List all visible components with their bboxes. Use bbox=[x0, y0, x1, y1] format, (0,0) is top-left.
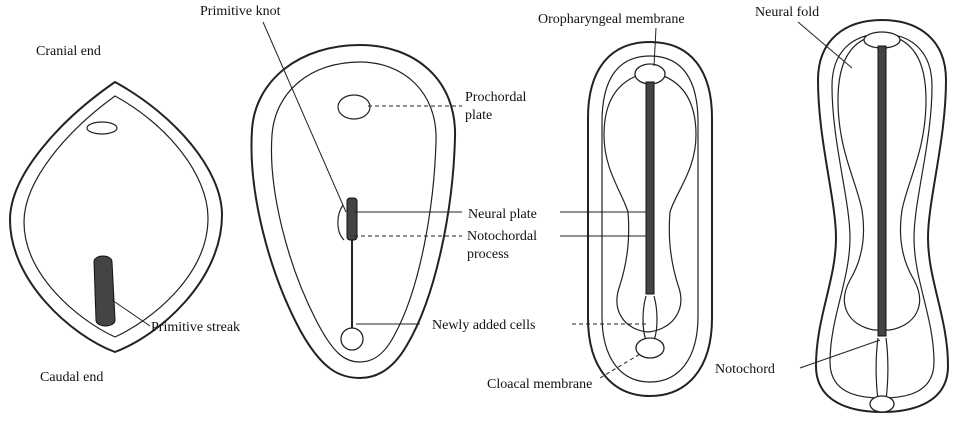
stage-3-cloacal-membrane bbox=[636, 338, 664, 358]
prochordal-plate-label-2: plate bbox=[465, 108, 492, 123]
stage-2-prochordal-plate bbox=[338, 95, 370, 119]
stage-4-cloacal-membrane bbox=[870, 396, 894, 412]
stage-3-primitive-streak bbox=[643, 296, 657, 340]
stage-4-neural-groove bbox=[878, 46, 886, 336]
cloacal-membrane-leader bbox=[600, 354, 640, 378]
stage-2-neural-plate-bulge bbox=[338, 205, 344, 240]
notochord-leader bbox=[800, 340, 880, 368]
stage-2-cloacal-membrane bbox=[341, 328, 363, 350]
notochordal-process-label-2: process bbox=[467, 247, 509, 262]
stage-3-embryo: Oropharyngeal membrane Cloacal membrane bbox=[487, 12, 712, 396]
primitive-knot-label: Primitive knot bbox=[200, 4, 281, 19]
primitive-streak-leader bbox=[112, 300, 150, 326]
notochordal-process-label-1: Notochordal bbox=[467, 229, 537, 244]
primitive-streak-label: Primitive streak bbox=[151, 320, 240, 335]
stage-3-oropharyngeal-membrane bbox=[635, 64, 665, 84]
stage-4-primitive-streak bbox=[876, 338, 888, 400]
stage-3-notochordal-process bbox=[646, 82, 654, 294]
neural-plate-label: Neural plate bbox=[468, 207, 537, 222]
newly-added-cells-label: Newly added cells bbox=[432, 318, 535, 333]
stage-1-embryonic-disc: Cranial end Primitive streak Caudal end bbox=[10, 44, 240, 385]
stage-1-prochordal-plate bbox=[87, 122, 117, 134]
prochordal-plate-label-1: Prochordal bbox=[465, 90, 527, 105]
notochord-label: Notochord bbox=[715, 362, 775, 377]
stage-4-embryo: Neural fold Notochord bbox=[715, 5, 948, 412]
oropharyngeal-membrane-label: Oropharyngeal membrane bbox=[538, 12, 685, 27]
stage-2-embryonic-disc: Primitive knot Prochordal plate Neural p… bbox=[200, 4, 537, 378]
cranial-end-label: Cranial end bbox=[36, 44, 101, 59]
cloacal-membrane-label: Cloacal membrane bbox=[487, 377, 592, 392]
neural-fold-label: Neural fold bbox=[755, 5, 819, 20]
primitive-streak-shape bbox=[94, 256, 115, 326]
caudal-end-label: Caudal end bbox=[40, 370, 103, 385]
stage-2-notochordal-process bbox=[347, 198, 357, 240]
stage-1-outer-outline bbox=[10, 82, 222, 352]
oropharyngeal-membrane-leader bbox=[654, 28, 656, 66]
